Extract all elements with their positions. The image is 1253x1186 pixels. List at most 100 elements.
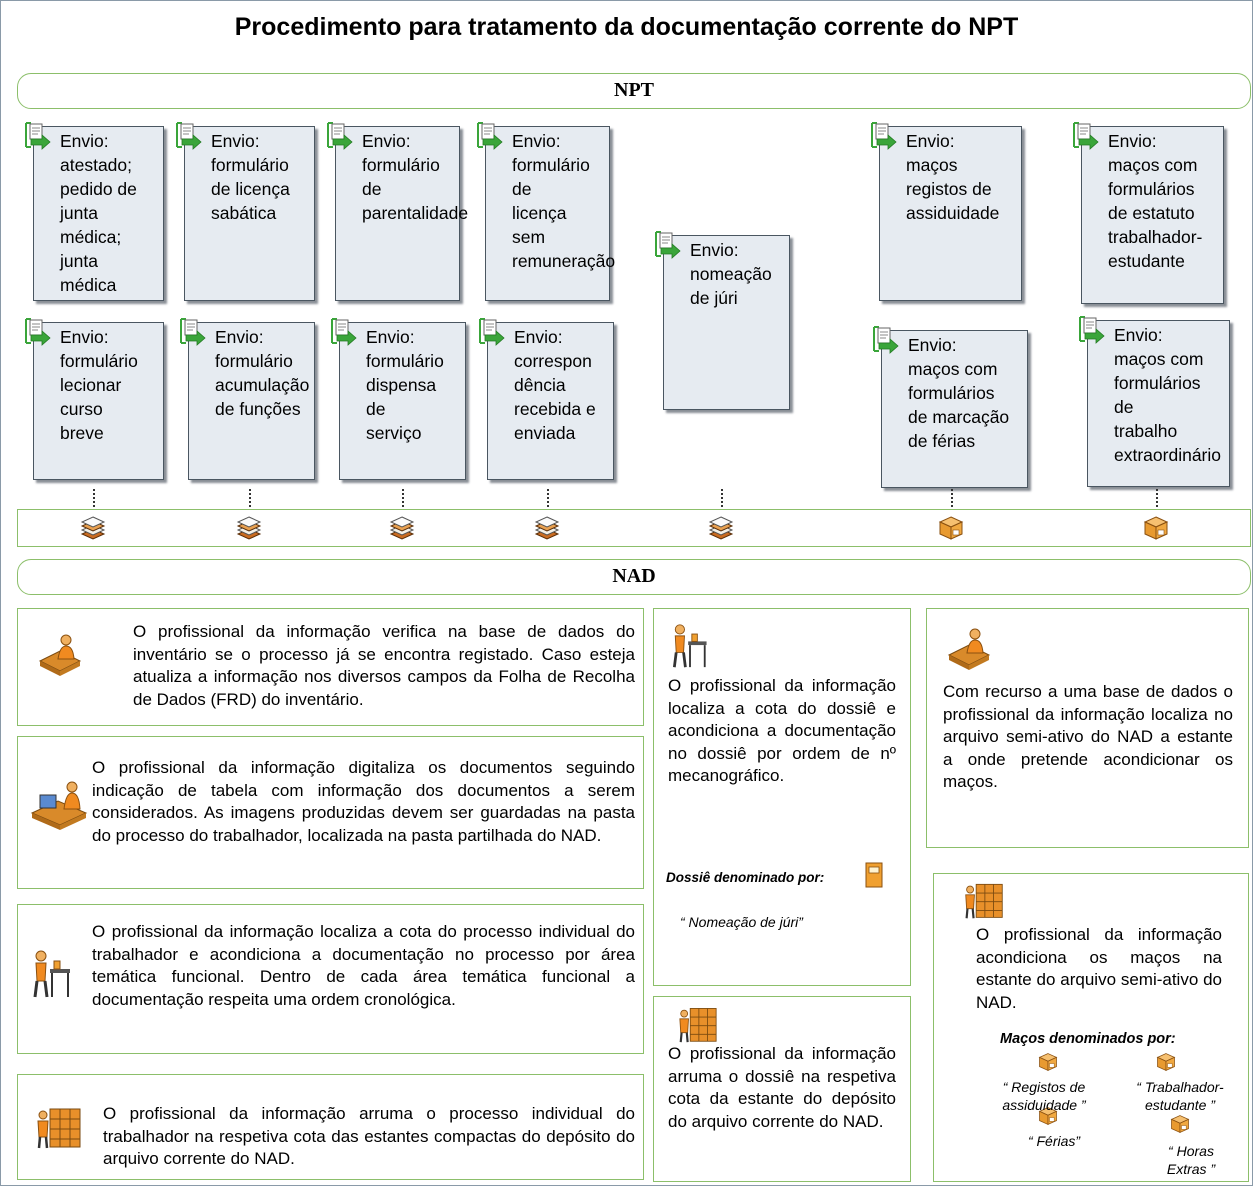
card-line: de marcação — [908, 407, 1010, 427]
card-line: junta — [60, 251, 98, 271]
card-heading: Envio: — [60, 327, 109, 347]
binder-icon — [865, 862, 883, 888]
card-line: maços com — [1108, 155, 1198, 175]
box-icon — [1156, 1053, 1176, 1072]
card-line: formulário de — [512, 155, 590, 199]
card-line: acumulação — [215, 375, 310, 395]
document-send-icon — [331, 318, 357, 346]
maco-name-trabalhador-estudante: “ Trabalhador-estudante ” — [1136, 1079, 1224, 1113]
document-send-icon — [873, 326, 899, 354]
connector-4 — [547, 489, 549, 511]
person-at-desk-icon — [947, 628, 991, 670]
panel-verifica-text: O profissional da informação verifica na… — [133, 622, 635, 709]
card-line: lecionar — [60, 375, 122, 395]
card-line: correspon — [514, 351, 592, 371]
card-line: formulário — [211, 155, 289, 175]
box-icon — [1143, 516, 1169, 540]
card-line: médica; — [60, 227, 122, 247]
person-at-desk-icon — [38, 634, 82, 676]
document-send-icon — [180, 318, 206, 346]
card-line: dência — [514, 375, 566, 395]
connector-3 — [402, 489, 404, 511]
card-heading: Envio: — [60, 131, 109, 151]
document-send-icon — [1073, 122, 1099, 150]
card-line: de funções — [215, 399, 301, 419]
card-line: atestado; — [60, 155, 132, 175]
card-line: maços com — [1114, 349, 1204, 369]
card-line: curso — [60, 399, 103, 419]
card-line: formulário — [60, 351, 138, 371]
card-line: extraordinário — [1114, 445, 1221, 465]
card-heading: Envio: — [211, 131, 260, 151]
card-heading: Envio: — [1114, 325, 1163, 345]
card-line: junta — [60, 203, 98, 223]
card-line: formulário — [366, 351, 444, 371]
person-filing-icon — [672, 624, 707, 668]
output-strip — [17, 509, 1251, 547]
panel-arruma-dossie: O profissional da informação arruma o do… — [653, 996, 911, 1182]
card-line: trabalho — [1114, 421, 1178, 441]
card-envio-licenca-sabatica: Envio: formulário de licença sabática — [176, 122, 315, 301]
document-send-icon — [327, 122, 353, 150]
person-at-computer-icon — [30, 781, 88, 830]
card-line: nomeação — [690, 264, 772, 284]
panel-arruma-processo: O profissional da informação arruma o pr… — [17, 1074, 644, 1180]
card-line: remuneração — [512, 251, 616, 271]
diagram-title: Procedimento para tratamento da document… — [234, 13, 1019, 41]
card-line: formulário — [215, 351, 293, 371]
card-line: breve — [60, 423, 104, 443]
documents-stack-icon — [80, 516, 106, 540]
card-line: enviada — [514, 423, 576, 443]
document-send-icon — [1079, 316, 1105, 344]
box-icon — [938, 516, 964, 540]
card-heading: Envio: — [215, 327, 264, 347]
panel-verifica-inventario: O profissional da informação verifica na… — [17, 608, 644, 726]
documents-stack-icon — [236, 516, 262, 540]
card-line: trabalhador- — [1108, 227, 1203, 247]
panel-acondiciona-macos: O profissional da informação acondiciona… — [933, 873, 1249, 1182]
card-line: formulário de — [362, 155, 440, 199]
documents-stack-icon — [534, 516, 560, 540]
card-heading: Envio: — [690, 240, 739, 260]
card-line: de licença — [211, 179, 290, 199]
card-line: pedido de — [60, 179, 137, 199]
panel-acondiciona-text: O profissional da informação acondiciona… — [976, 925, 1222, 1012]
card-heading: Envio: — [366, 327, 415, 347]
panel-base-dados: Com recurso a uma base de dados o profis… — [926, 608, 1249, 848]
document-send-icon — [477, 122, 503, 150]
card-line: formulários de — [1114, 373, 1201, 417]
card-heading: Envio: — [514, 327, 563, 347]
person-shelving-icon — [37, 1108, 81, 1149]
connector-5 — [721, 489, 723, 511]
box-icon — [1038, 1053, 1058, 1072]
panel-arruma-processo-text: O profissional da informação arruma o pr… — [103, 1104, 635, 1168]
panel-digitaliza-text: O profissional da informação digitaliza … — [92, 758, 635, 845]
card-line: serviço — [366, 423, 422, 443]
macos-label: Maços denominados por: — [1000, 1031, 1176, 1047]
person-shelving-icon — [965, 883, 1003, 919]
card-heading: Envio: — [908, 335, 957, 355]
card-line: médica — [60, 275, 117, 295]
card-line: registos de — [906, 179, 992, 199]
maco-name-ferias: “ Férias” — [1027, 1133, 1081, 1149]
dossie-name: “ Nomeação de júri” — [680, 914, 803, 930]
dossie-label: Dossiê denominado por: — [666, 870, 825, 885]
panel-arruma-dossie-text: O profissional da informação arruma o do… — [668, 1044, 896, 1131]
card-line: assiduidade — [906, 203, 1000, 223]
panel-localiza-dossie: O profissional da informação localiza a … — [653, 608, 911, 986]
box-icon — [1170, 1115, 1190, 1134]
lane-nad: NAD — [17, 559, 1251, 595]
card-line: estudante — [1108, 251, 1185, 271]
card-line: formulários — [1108, 179, 1195, 199]
panel-localiza-processo: O profissional da informação localiza a … — [17, 904, 644, 1054]
card-envio-trabalho-extraordinario: Envio: maços com formulários de trabalho ext… — [1079, 316, 1230, 487]
document-send-icon — [479, 318, 505, 346]
card-line: sabática — [211, 203, 277, 223]
